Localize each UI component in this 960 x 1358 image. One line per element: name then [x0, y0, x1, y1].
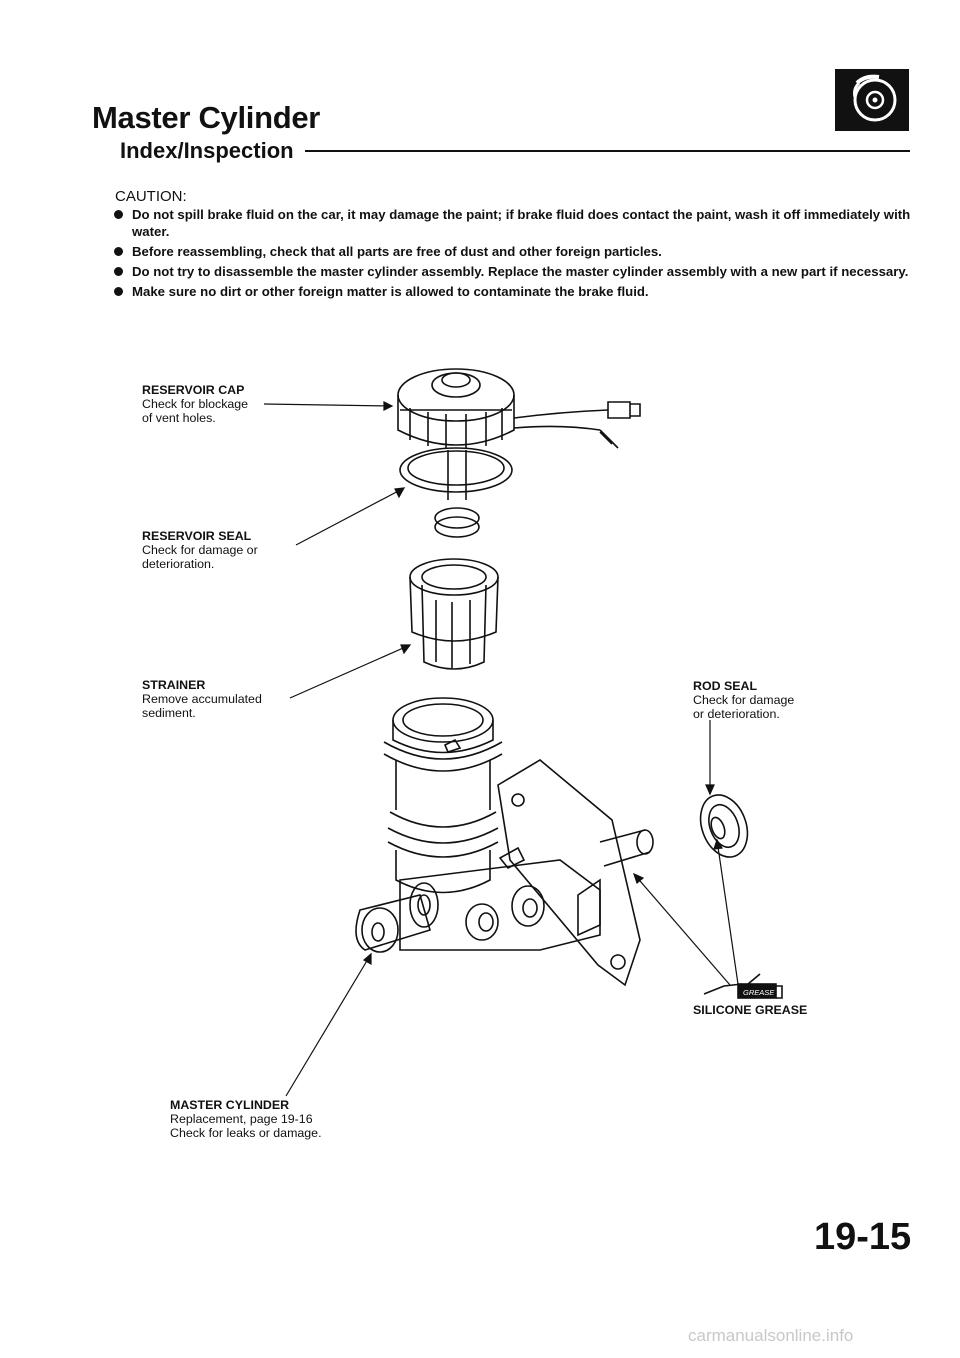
page-number: 19-15 [814, 1216, 912, 1258]
rod-seal-note: or deterioration. [693, 707, 780, 721]
reservoir-cap-note: Check for blockage [142, 397, 249, 411]
header-rule [305, 150, 910, 152]
master-cylinder-note: Check for leaks or damage. [170, 1126, 322, 1140]
caution-item: Do not spill brake fluid on the car, it … [114, 206, 914, 240]
strainer-label: STRAINER Remove accumulated sediment. [142, 678, 262, 720]
reservoir-cap-note: of vent holes. [142, 411, 216, 425]
reservoir-seal-label: RESERVOIR SEAL Check for damage or deter… [142, 529, 258, 571]
rod-seal-heading: ROD SEAL [693, 679, 758, 693]
reservoir-seal-note: Check for damage or [142, 543, 258, 557]
master-cylinder-note: Replacement, page 19-16 [170, 1112, 313, 1126]
brake-disc-icon [835, 69, 909, 131]
grease-tube-icon [703, 973, 783, 999]
reservoir-seal-illustration [399, 447, 513, 538]
caution-item: Before reassembling, check that all part… [114, 243, 914, 260]
strainer-illustration [409, 558, 499, 670]
caution-item: Do not try to disassemble the master cyl… [114, 263, 914, 280]
silicone-grease-label: SILICONE GREASE [693, 1003, 808, 1017]
reservoir-seal-heading: RESERVOIR SEAL [142, 529, 252, 543]
master-cylinder-label: MASTER CYLINDER Replacement, page 19-16 … [170, 1098, 322, 1140]
strainer-note: sediment. [142, 706, 196, 720]
watermark: carmanualsonline.info [688, 1326, 854, 1345]
reservoir-cap-illustration [397, 368, 641, 449]
caution-heading: CAUTION: [115, 188, 187, 205]
page-title: Master Cylinder [92, 100, 321, 135]
master-cylinder-heading: MASTER CYLINDER [170, 1098, 290, 1112]
rod-seal-illustration [699, 794, 749, 858]
strainer-heading: STRAINER [142, 678, 206, 692]
rod-seal-note: Check for damage [693, 693, 795, 707]
rod-seal-label: ROD SEAL Check for damage or deteriorati… [693, 679, 794, 721]
reservoir-cap-heading: RESERVOIR CAP [142, 383, 245, 397]
master-cylinder-illustration [355, 697, 654, 987]
reservoir-seal-note: deterioration. [142, 557, 215, 571]
strainer-note: Remove accumulated [142, 692, 262, 706]
reservoir-cap-label: RESERVOIR CAP Check for blockage of vent… [142, 383, 248, 425]
caution-item: Make sure no dirt or other foreign matte… [114, 283, 914, 300]
caution-list: Do not spill brake fluid on the car, it … [114, 206, 914, 303]
page-subtitle: Index/Inspection [120, 138, 294, 163]
grease-tag-text: GREASE [743, 988, 775, 997]
